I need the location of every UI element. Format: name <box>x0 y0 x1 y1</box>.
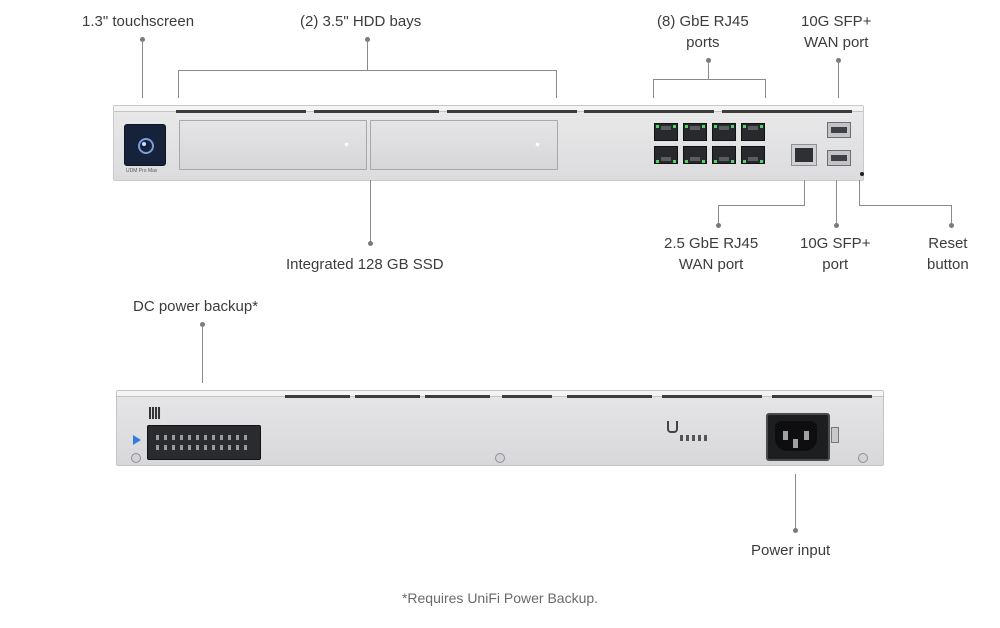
touchscreen-display[interactable] <box>124 124 166 166</box>
gbe-port-6[interactable] <box>683 146 707 164</box>
hdd-bays-label: (2) 3.5" HDD bays <box>300 13 422 30</box>
sfp-wan-port[interactable] <box>827 122 851 138</box>
gbe-port-3[interactable] <box>712 123 736 141</box>
hdd-bay-led <box>345 143 348 146</box>
sfp-leader <box>836 180 837 224</box>
sfp-wan-leader-dot <box>836 58 841 63</box>
rear-top-segment <box>285 395 350 398</box>
gbe-leader-dot <box>706 58 711 63</box>
gbe-port-5[interactable] <box>654 146 678 164</box>
sfp-wan-leader <box>838 61 839 98</box>
gbe-leader-bracket <box>653 79 765 80</box>
power-input-leader <box>795 474 796 530</box>
gbe-ports-label: (8) GbE RJ45 ports <box>657 11 749 53</box>
rj45-wan-leader-stem <box>718 205 719 225</box>
gbe-ports-label-line1: (8) GbE RJ45 <box>657 13 749 30</box>
sfp-label-line1: 10G SFP+ <box>800 235 871 252</box>
power-input-leader-dot <box>793 528 798 533</box>
rj45-wan-label: 2.5 GbE RJ45 WAN port <box>664 233 758 275</box>
front-top-segment <box>584 110 714 113</box>
dc-backup-leader <box>202 325 203 383</box>
touchscreen-leader <box>142 40 143 98</box>
ubiquiti-logo-icon <box>667 421 678 433</box>
hdd-leader-dot <box>365 37 370 42</box>
sfp-wan-label: 10G SFP+ WAN port <box>801 11 871 53</box>
screen-ring-icon <box>138 138 154 154</box>
sfp-label-line2: port <box>822 256 849 273</box>
rear-top-segment <box>567 395 652 398</box>
reset-label-line1: Reset <box>928 235 968 252</box>
ssd-leader <box>370 180 371 242</box>
front-panel: UDM Pro Max <box>113 105 864 181</box>
gbe-port-7[interactable] <box>712 146 736 164</box>
rear-panel <box>116 390 884 466</box>
dc-backup-leader-dot <box>200 322 205 327</box>
hdd-leader-right <box>556 70 557 98</box>
front-top-segment <box>314 110 439 113</box>
rear-top-segment <box>662 395 762 398</box>
power-clip-icon <box>831 427 839 443</box>
certification-marks-icon <box>680 435 708 441</box>
gbe-ports-label-line2: ports <box>686 34 720 51</box>
hdd-leader-bracket <box>178 70 556 71</box>
sfp-wan-label-line1: 10G SFP+ <box>801 13 872 30</box>
dc-backup-label: DC power backup* <box>133 298 259 315</box>
reset-button[interactable] <box>860 172 864 176</box>
power-input-label: Power input <box>751 542 831 559</box>
front-top-segment <box>176 110 306 113</box>
rear-top-segment <box>355 395 420 398</box>
sfp-label: 10G SFP+ port <box>800 233 870 275</box>
gbe-leader-stem <box>708 61 709 79</box>
hdd-leader-left <box>178 70 179 98</box>
reset-leader-stem <box>951 205 952 225</box>
rj45-wan-port[interactable] <box>791 144 817 166</box>
screw-icon <box>495 453 505 463</box>
ssd-label: Integrated 128 GB SSD <box>286 256 444 273</box>
rj45-wan-leader-horiz <box>718 205 805 206</box>
qr-code-icon <box>149 407 161 419</box>
screw-icon <box>131 453 141 463</box>
front-top-segment <box>447 110 577 113</box>
rear-top-segment <box>772 395 872 398</box>
rj45-wan-leader-dot <box>716 223 721 228</box>
footnote: *Requires UniFi Power Backup. <box>401 590 599 606</box>
rear-top-segment <box>425 395 490 398</box>
screen-center-icon <box>142 142 146 146</box>
gbe-port-8[interactable] <box>741 146 765 164</box>
rj45-wan-leader-down <box>804 180 805 206</box>
hdd-bay-led <box>536 143 539 146</box>
rj45-wan-label-line1: 2.5 GbE RJ45 <box>664 235 759 252</box>
dc-power-backup-connector[interactable] <box>147 425 261 460</box>
reset-label: Reset button <box>927 233 969 275</box>
reset-leader-dot <box>949 223 954 228</box>
arrow-right-icon <box>133 435 141 445</box>
front-top-segment <box>722 110 852 113</box>
reset-leader-down <box>859 180 860 206</box>
reset-leader-horiz <box>859 205 952 206</box>
screw-icon <box>858 453 868 463</box>
gbe-port-1[interactable] <box>654 123 678 141</box>
touchscreen-leader-dot <box>140 37 145 42</box>
reset-label-line2: button <box>927 256 969 273</box>
touchscreen-label: 1.3" touchscreen <box>82 13 195 30</box>
hdd-bay-1[interactable] <box>179 120 367 170</box>
ssd-leader-dot <box>368 241 373 246</box>
rear-top-segment <box>502 395 552 398</box>
hdd-leader-stem <box>367 40 368 70</box>
gbe-port-4[interactable] <box>741 123 765 141</box>
gbe-leader-left <box>653 79 654 98</box>
gbe-port-2[interactable] <box>683 123 707 141</box>
model-label: UDM Pro Max <box>126 168 158 174</box>
rear-panel-top-edge <box>117 391 883 397</box>
rj45-wan-label-line2: WAN port <box>678 256 744 273</box>
sfp-leader-dot <box>834 223 839 228</box>
hdd-bay-2[interactable] <box>370 120 558 170</box>
power-input-socket[interactable] <box>766 413 830 461</box>
sfp-wan-label-line2: WAN port <box>804 34 869 51</box>
gbe-leader-right <box>765 79 766 98</box>
sfp-port[interactable] <box>827 150 851 166</box>
